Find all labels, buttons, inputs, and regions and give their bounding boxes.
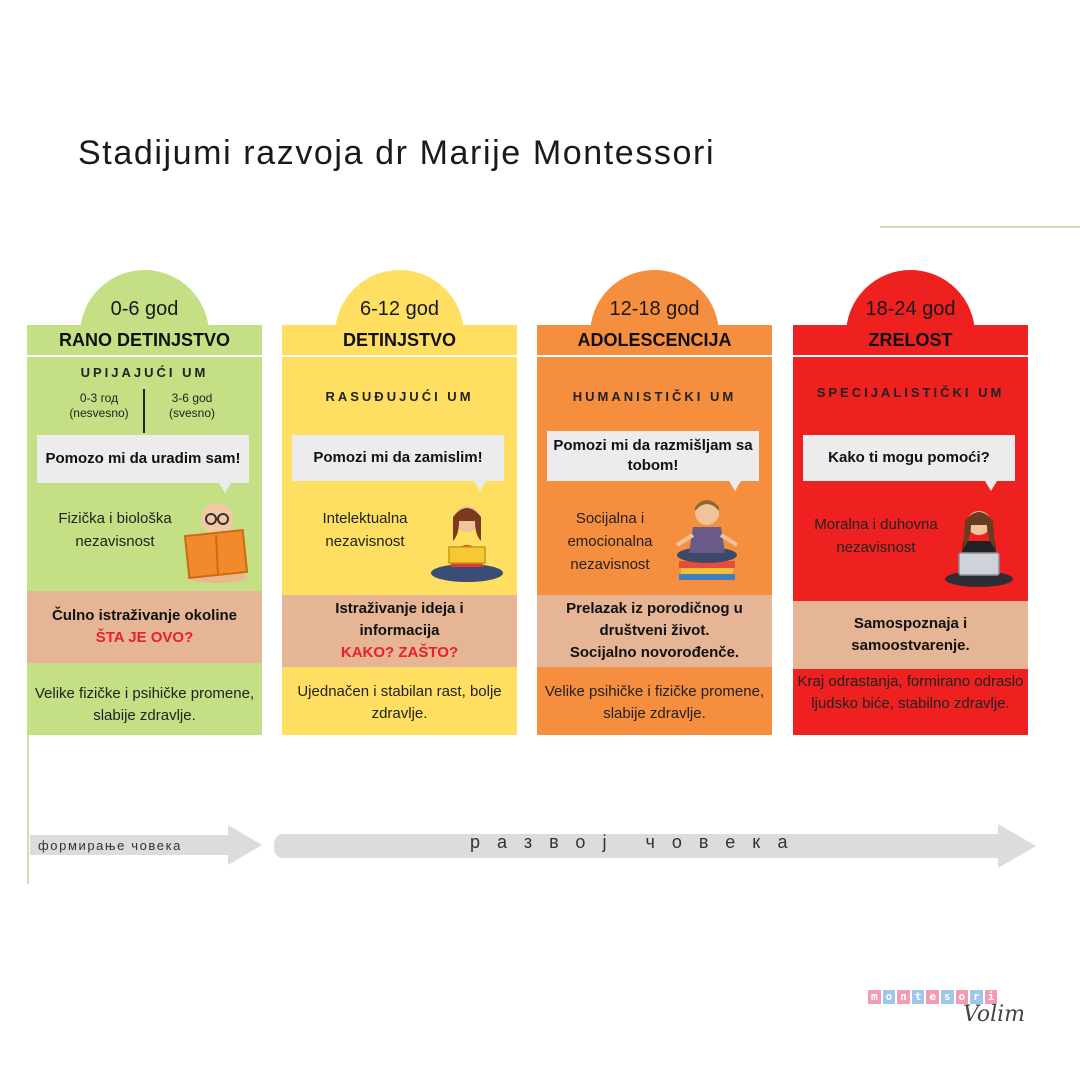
page-title: Stadijumi razvoja dr Marije Montessori (78, 134, 716, 172)
substage-0-3: 0-3 год (nesvesno) (49, 391, 149, 421)
stage-name: ZRELOST (793, 325, 1028, 355)
stage-age: 12-18 god (609, 298, 700, 320)
growth-text: Velike psihičke i fizičke promene, slabi… (544, 683, 765, 722)
stage-column-maturity: 18-24 god ZRELOST SPECIJALISTIČKI UM Kak… (793, 270, 1028, 735)
stage-age: 18-24 god (865, 298, 956, 320)
quote-text: Pomozi mi da zamislim! (313, 449, 483, 466)
logo-script: Volim (963, 1002, 1026, 1027)
decorative-line-top (880, 226, 1080, 228)
stage-column-early-childhood: 0-6 god RANO DETINJSTVO UPIJAJUĆI UM 0-3… (27, 270, 262, 735)
decorative-line-left (27, 732, 29, 884)
substage-note: (svesno) (168, 406, 215, 420)
logo-letters: m o n t e s o r i (868, 990, 1048, 1004)
girl-reading-icon (431, 506, 503, 582)
baby-reading-book-icon (183, 503, 249, 583)
substage-range: 0-3 год (79, 391, 119, 405)
development-arrow (274, 824, 1036, 868)
stage-mind: SPECIJALISTIČKI UM (816, 385, 1005, 400)
independence-text: Fizička i biološka nezavisnost (58, 510, 172, 550)
exploration-text: Čulno istraživanje okoline (51, 607, 238, 624)
substage-range: 3-6 god (171, 391, 213, 405)
growth-text: Velike fizičke i psihičke promene, slabi… (34, 685, 255, 724)
stage-name: DETINJSTVO (282, 325, 517, 355)
stage-age: 6-12 god (360, 298, 439, 320)
stage-age: 0-6 god (110, 298, 179, 320)
exploration-line: Prelazak iz porodičnog u (566, 600, 743, 617)
woman-with-laptop-icon (945, 511, 1013, 587)
stage-column-adolescence: 12-18 god ADOLESCENCIJA HUMANISTIČKI UM … (537, 270, 772, 735)
quote-text: Kako ti mogu pomoći? (828, 449, 990, 466)
quote-bubble: Pomozi mi da zamislim! (292, 435, 504, 491)
stage-mind: UPIJAJUĆI UM (80, 365, 209, 380)
exploration-line: samoostvarenje. (851, 637, 970, 654)
exploration-box: Istraživanje ideja i informacija KAKO? Z… (282, 595, 517, 667)
stage-mind: HUMANISTIČKI UM (572, 389, 737, 404)
exploration-box: Čulno istraživanje okoline ŠTA JE OVO? (27, 591, 262, 663)
exploration-line: Samospoznaja i (853, 615, 968, 632)
stage-name: RANO DETINJSTVO (27, 325, 262, 355)
quote-bubble: Kako ti mogu pomoći? (803, 435, 1015, 491)
growth-text: Kraj odrastanja, formirano odraslo ljuds… (797, 673, 1024, 712)
stage-body: RASUĐUJUĆI UM Pomozi mi da zamislim! Int… (282, 357, 517, 735)
stage-mind: RASUĐUJUĆI UM (325, 389, 474, 404)
exploration-line: Socijalno novorođenče. (569, 644, 740, 661)
quote-bubble: Pomozi mi da razmišljam sa tobom! (547, 431, 759, 491)
growth-text: Ujednačen i stabilan rast, bolje zdravlj… (297, 683, 502, 722)
substage-note: (nesvesno) (69, 406, 129, 420)
substage-3-6: 3-6 god (svesno) (152, 391, 232, 421)
stage-body: HUMANISTIČKI UM Pomozi mi da razmišljam … (537, 357, 772, 735)
exploration-text: Istraživanje ideja i informacija (335, 600, 464, 639)
formation-arrow-label: формирање човека (38, 838, 183, 853)
substage-divider (143, 389, 145, 433)
exploration-box: Prelazak iz porodičnog u društveni život… (537, 595, 772, 667)
independence-text: Socijalna i emocionalna nezavisnost (567, 510, 653, 573)
exploration-question: ŠTA JE OVO? (95, 629, 194, 646)
independence-text: Intelektualna nezavisnost (322, 510, 408, 550)
stage-name: ADOLESCENCIJA (537, 325, 772, 355)
stage-column-childhood: 6-12 god DETINJSTVO RASUĐUJUĆI UM Pomozi… (282, 270, 517, 735)
stage-body: SPECIJALISTIČKI UM Kako ti mogu pomoći? … (793, 357, 1028, 735)
exploration-question: KAKO? ZAŠTO? (340, 644, 459, 661)
independence-text: Moralna i duhovna nezavisnost (814, 516, 938, 556)
montessori-volim-logo: m o n t e s o r i Volim (868, 990, 1048, 1040)
formation-arrow (30, 825, 262, 865)
quote-text: Pomozo mi da uradim sam! (45, 450, 241, 467)
exploration-box: Samospoznaja i samoostvarenje. (793, 601, 1028, 669)
exploration-line: društveni život. (599, 622, 710, 639)
quote-text: Pomozi mi da razmišljam sa tobom! (553, 437, 753, 474)
quote-bubble: Pomozo mi da uradim sam! (37, 435, 249, 493)
teen-meditating-on-books-icon (675, 500, 739, 580)
development-arrow-label: развој човека (470, 832, 805, 852)
stage-body: UPIJAJUĆI UM 0-3 год (nesvesno) 3-6 god … (27, 357, 262, 735)
